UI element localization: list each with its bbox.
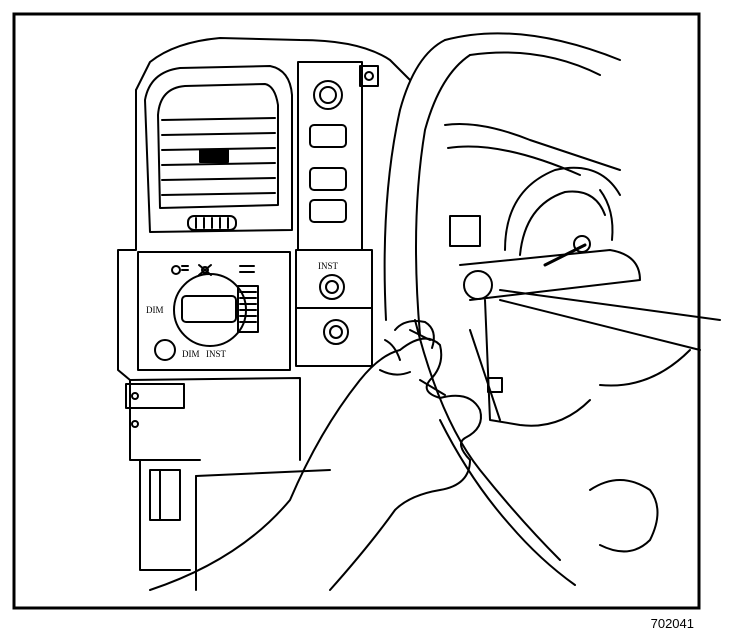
steering-column	[444, 123, 621, 427]
parking-lamp-icon	[198, 264, 212, 276]
fog-lamp-icon	[239, 265, 255, 273]
button-panel	[295, 249, 373, 367]
switch-bottom-label-2: INST	[206, 349, 227, 359]
switch-left-label: DIM	[146, 305, 164, 315]
cowl-shadow	[599, 349, 691, 387]
dash-shell	[135, 37, 411, 91]
hand	[149, 320, 482, 591]
headlamp-icon	[171, 265, 189, 275]
air-vent	[144, 65, 293, 233]
figure-id: 702041	[650, 616, 694, 631]
figure-frame	[12, 12, 701, 610]
switch-bottom-label: DIM	[182, 349, 200, 359]
upper-button-label: INST	[318, 261, 339, 271]
cowl-arc	[589, 479, 659, 553]
lower-dash	[125, 377, 331, 591]
steering-wheel	[383, 32, 721, 586]
turn-signal-lever	[459, 249, 641, 301]
dash-shell-lower	[117, 89, 201, 461]
